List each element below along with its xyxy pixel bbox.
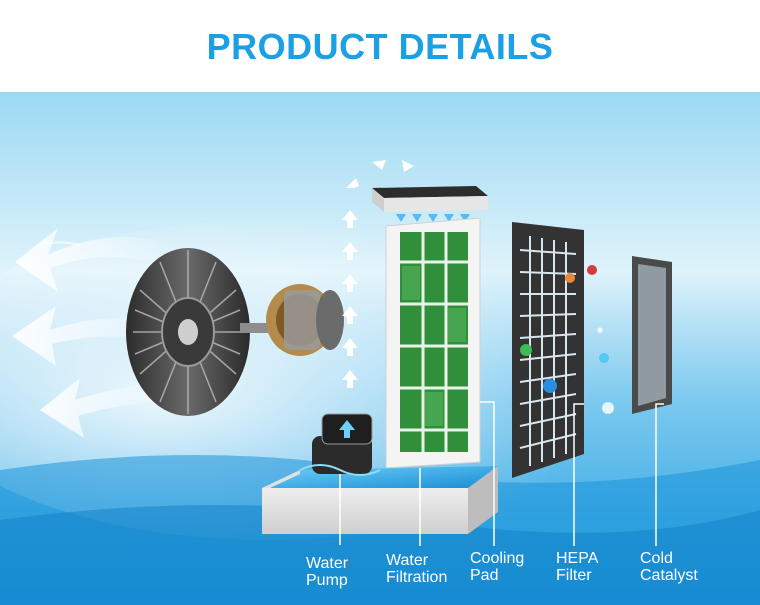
water-tray-icon bbox=[262, 466, 498, 534]
cold-catalyst-icon bbox=[632, 256, 672, 414]
water-pump-icon bbox=[299, 413, 381, 476]
header: PRODUCT DETAILS bbox=[0, 0, 760, 92]
leader-lines bbox=[339, 401, 664, 546]
motor-icon bbox=[240, 284, 344, 356]
air-flow-arrows bbox=[342, 160, 414, 388]
page-title: PRODUCT DETAILS bbox=[206, 26, 554, 67]
pre-filter-icon bbox=[372, 186, 488, 222]
product-illustration bbox=[0, 92, 760, 605]
hepa-filter-icon bbox=[512, 222, 614, 478]
fan-icon bbox=[126, 248, 250, 416]
cooling-pad-icon bbox=[385, 217, 481, 469]
